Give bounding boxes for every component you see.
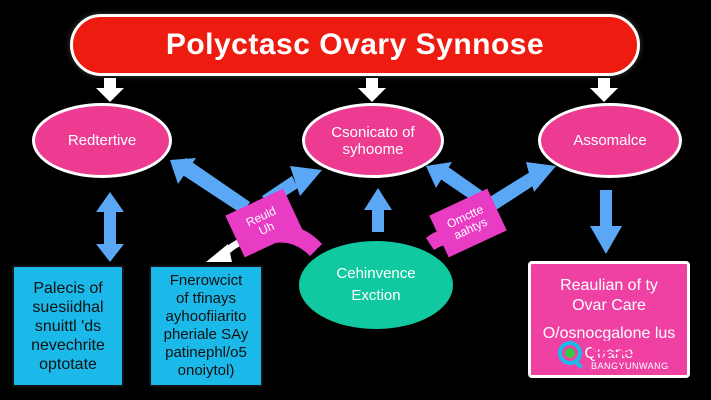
arrow-banner-to-right — [590, 78, 618, 102]
box-middle-line: Fnerowcict — [169, 272, 243, 289]
box-right-line: O/osnocgalone lus — [542, 324, 676, 342]
box-right-line: Reaulian of ty — [560, 276, 658, 294]
node-middle-line1: Csonicato of — [331, 123, 415, 141]
box-right-line: Quarte — [584, 344, 634, 362]
node-middle-line2: syhoome — [342, 140, 404, 158]
tag-left-line2: Uh — [256, 218, 277, 239]
title-banner: Polyctasс Ovary Synnose — [70, 14, 640, 76]
box-middle-line: ayhoofiiarito — [165, 308, 247, 325]
center-line1: Cehinvence — [336, 265, 416, 282]
arrow-left-vertical — [96, 192, 124, 262]
title-text: Polyctasс Ovary Synnose — [165, 28, 545, 61]
box-left-line: nevechrite — [31, 336, 105, 354]
arrow-middle-up — [364, 188, 392, 232]
arrow-diagonal-right-b — [488, 162, 556, 210]
box-left-line: suesiidhal — [32, 298, 104, 316]
box-middle-line: onoiytol) — [177, 362, 235, 379]
center-node: Cehinvence Exction — [299, 241, 453, 329]
arrow-diagonal-left-a — [170, 158, 250, 214]
node-left-label: Redtertive — [67, 132, 137, 149]
arrow-right-down — [590, 190, 622, 254]
watermark-en: BANGYUNWANG — [591, 361, 669, 371]
watermark-cn: 帮孕网 — [591, 338, 651, 362]
box-left-line: snuittl 'ds — [34, 317, 102, 335]
box-right: Reaulian of ty Ovar Care O/osnocgalone l… — [528, 261, 690, 378]
node-left: Redtertive — [32, 103, 172, 178]
node-right-label: Assomalce — [573, 132, 647, 149]
box-middle: Fnerowcict of tfinays ayhoofiiarito pher… — [149, 265, 263, 387]
center-line2: Exction — [351, 287, 401, 304]
watermark: 帮孕网 BANGYUNWANG — [557, 335, 707, 375]
box-left-line: Palecis of — [33, 279, 103, 297]
box-left: Palecis of suesiidhal snuittl 'ds nevech… — [12, 265, 124, 387]
box-middle-line: patinephl/o5 — [165, 344, 247, 361]
box-middle-line: of tfinays — [175, 290, 237, 307]
box-left-line: optotate — [39, 355, 97, 373]
node-right: Assomalce — [538, 103, 682, 178]
arrow-banner-to-left — [96, 78, 124, 102]
box-middle-line: pheriale SAy — [163, 326, 249, 343]
arrow-banner-to-middle — [358, 78, 386, 102]
node-middle: Csonicato of syhoome — [302, 103, 444, 178]
box-right-line: Ovar Care — [572, 296, 646, 314]
watermark-logo-icon — [558, 341, 583, 369]
